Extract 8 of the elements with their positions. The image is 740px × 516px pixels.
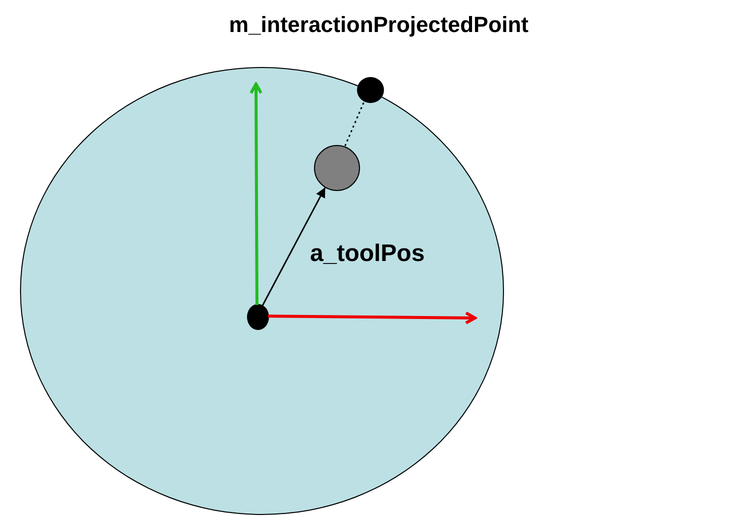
point-label: m_interactionProjectedPoint [229,12,529,38]
tool-position-circle [314,145,360,191]
arrow [250,82,263,305]
arrow [262,186,326,307]
projected-point [357,77,384,103]
arrow [268,311,476,324]
dotted-line [344,100,366,146]
center-point [247,304,269,330]
